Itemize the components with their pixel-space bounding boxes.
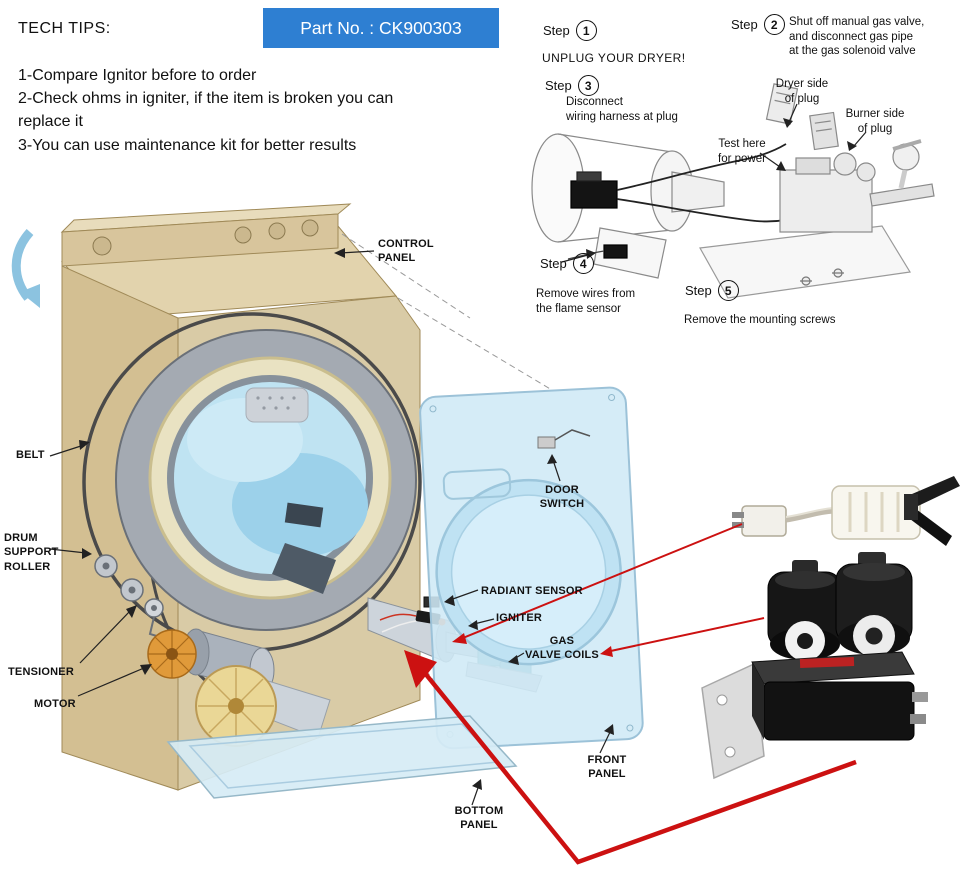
step-2-word: Step xyxy=(731,17,758,32)
flame-sensor-product-photo xyxy=(701,651,928,780)
step-2-text: Shut off manual gas valve, and disconnec… xyxy=(789,16,925,58)
red-pointer-arrows xyxy=(404,523,857,865)
label-bottom-panel: BOTTOM PANEL xyxy=(454,805,504,832)
label-radiant-sensor: RADIANT SENSOR xyxy=(481,585,583,597)
label-igniter: IGNITER xyxy=(496,612,543,624)
step-2-header: Step 2 xyxy=(731,14,785,35)
door-switch-part xyxy=(537,429,591,449)
step-5-word: Step xyxy=(685,283,712,298)
step-1-text: UNPLUG YOUR DRYER! xyxy=(542,51,686,65)
front-panel-part xyxy=(419,386,644,750)
gas-valve-coils-product-photo xyxy=(767,552,913,661)
label-belt: BELT xyxy=(16,449,45,461)
label-door-switch: DOOR SWITCH xyxy=(539,484,585,511)
dryer-side-plug-art xyxy=(765,83,799,125)
step-3-text: Disconnect wiring harness at plug xyxy=(566,96,678,123)
igniter-product-photo xyxy=(732,476,960,546)
burner-side-note: Burner side of plug xyxy=(845,108,905,135)
tip-line-3: 3-You can use maintenance kit for better… xyxy=(18,136,357,154)
dryer-drum xyxy=(115,329,417,631)
step-4-word: Step xyxy=(540,256,567,271)
tips-list: 1-Compare Ignitor before to order 2-Chec… xyxy=(18,64,393,157)
step-1-header: Step 1 xyxy=(543,20,597,41)
label-control-panel: CONTROL PANEL xyxy=(378,238,434,265)
dryer-side-note: Dryer side of plug xyxy=(775,78,829,105)
step-4-text: Remove wires from the flame sensor xyxy=(536,288,636,315)
label-motor: MOTOR xyxy=(34,698,76,710)
label-drum-support-roller: DRUM SUPPORT ROLLER xyxy=(4,532,59,573)
motor-assembly xyxy=(147,628,331,747)
test-here-note: Test here for power xyxy=(718,138,766,165)
step-5-text: Remove the mounting screws xyxy=(684,314,836,326)
step-5-number: 5 xyxy=(717,280,739,301)
part-number-badge: Part No. : CK900303 xyxy=(263,8,499,48)
step-4-number: 4 xyxy=(572,253,594,274)
step-2-number: 2 xyxy=(763,14,785,35)
rotation-arrow-icon xyxy=(11,228,40,308)
step-1-word: Step xyxy=(543,23,570,38)
step-3-number: 3 xyxy=(577,75,599,96)
burner-side-plug-art xyxy=(809,111,839,151)
step-1-number: 1 xyxy=(575,20,597,41)
step-3-word: Step xyxy=(545,78,572,93)
burner-steps-illustration xyxy=(531,83,935,299)
label-front-panel: FRONT PANEL xyxy=(587,754,627,781)
tip-line-2: 2-Check ohms in igniter, if the item is … xyxy=(18,90,394,131)
tech-tips-title: TECH TIPS: xyxy=(18,20,111,37)
drum-support-rollers xyxy=(94,554,144,602)
step-3-header: Step 3 xyxy=(545,75,599,96)
label-gas-valve-coils: GAS VALVE COILS xyxy=(525,635,599,662)
tip-line-1: 1-Compare Ignitor before to order xyxy=(18,67,257,84)
step-5-header: Step 5 xyxy=(685,280,739,301)
step-4-header: Step 4 xyxy=(540,253,594,274)
label-tensioner: TENSIONER xyxy=(8,666,74,678)
